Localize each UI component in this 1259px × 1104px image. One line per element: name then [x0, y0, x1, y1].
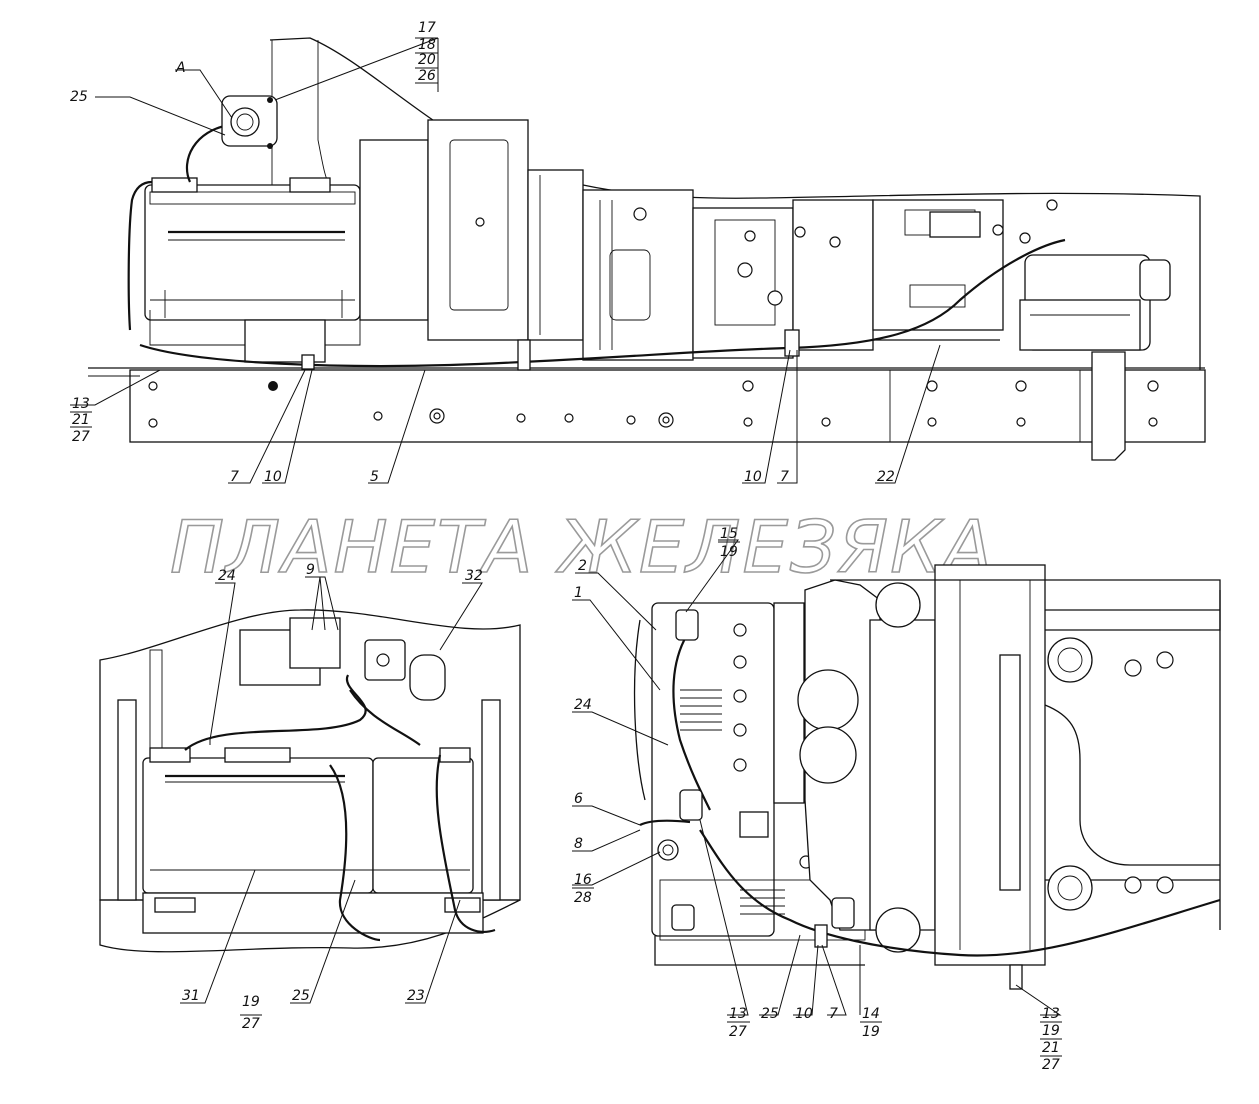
- callout-22: 22: [877, 469, 895, 485]
- gearbox-top: [359, 119, 1004, 361]
- tray-clamp-1: [154, 897, 196, 913]
- callout-9: 9: [306, 562, 315, 578]
- top-callout-leaders: [70, 37, 941, 484]
- callout-18: 18: [418, 37, 436, 53]
- top-callout-underlines: [70, 37, 438, 428]
- callout-31: 31: [182, 988, 200, 1004]
- callout-7-right: 7: [780, 469, 789, 485]
- tray-clamp-2: [444, 897, 481, 913]
- battery-tray-left: [142, 892, 484, 934]
- watermark: ПЛАНЕТА ЖЕЛЕЗЯКА: [170, 505, 995, 589]
- callout-28: 28: [574, 890, 592, 906]
- callout-10-right: 10: [744, 469, 762, 485]
- terminals-right: [657, 609, 855, 931]
- right-break-left: [633, 619, 646, 801]
- callout-21: 21: [72, 412, 90, 428]
- frame-holes-top: [148, 380, 1159, 428]
- callout-16: 16: [574, 872, 592, 888]
- callout-7-left: 7: [230, 469, 239, 485]
- battery-switch-A: [221, 95, 278, 149]
- battery-ribs: [680, 689, 785, 915]
- callout-24-right: 24: [574, 697, 592, 713]
- callout-2: 2: [578, 558, 587, 574]
- leader-25-left: [290, 879, 356, 1004]
- callout-27-b: 27: [1042, 1057, 1060, 1073]
- cable-25-left: [329, 764, 381, 942]
- clamp-7-right-view: [814, 924, 828, 948]
- callout-26: 26: [418, 68, 436, 84]
- callout-14: 14: [862, 1006, 880, 1022]
- cable-24-right: [672, 629, 711, 811]
- right-callout-underlines: [572, 541, 1062, 1057]
- fittings-top: [633, 199, 1058, 248]
- leader-9: [305, 576, 339, 631]
- battery-lead-left: [127, 180, 153, 331]
- left-view: 24 9 32 31 19 27 25 23: [99, 562, 521, 1032]
- leader-23: [405, 899, 461, 1004]
- callout-6: 6: [574, 791, 583, 807]
- battery-box-right: [651, 602, 775, 937]
- callout-24-left: 24: [218, 568, 236, 584]
- chassis-frame-right: [1044, 590, 1221, 911]
- clamp-7-left: [301, 354, 315, 370]
- callout-13: 13: [72, 396, 90, 412]
- engine-housing-right: [797, 564, 1046, 966]
- leader-32: [439, 582, 483, 651]
- callout-25-right: 25: [761, 1006, 779, 1022]
- callout-19-c: 19: [1042, 1023, 1060, 1039]
- callout-25: 25: [70, 89, 88, 105]
- right-callout-leaders: [572, 539, 1062, 1016]
- starter-top: [1019, 254, 1171, 351]
- callout-13-b: 13: [1042, 1006, 1060, 1022]
- cable-switch-left: [349, 689, 421, 746]
- callout-19-left: 19: [242, 994, 260, 1010]
- right-view: 15 19 2 1 24 6 8 16 28 13 27 25 10 7 14 …: [572, 526, 1221, 1073]
- switch-cluster-left: [239, 617, 446, 701]
- cable-6: [639, 819, 691, 827]
- callout-5: 5: [370, 469, 379, 485]
- left-rail-2: [481, 699, 501, 901]
- callout-17: 17: [418, 20, 436, 36]
- battery-lead-to-switch: [185, 123, 231, 183]
- callout-15: 15: [720, 526, 738, 542]
- exhaust-pipe: [271, 40, 331, 186]
- callout-23: 23: [407, 988, 425, 1004]
- callout-8: 8: [574, 836, 583, 852]
- callout-25-left: 25: [292, 988, 310, 1004]
- callout-1: 1: [574, 585, 583, 601]
- clamp-7-right: [784, 329, 800, 357]
- callout-19-b: 19: [862, 1024, 880, 1040]
- rail-bracket: [1091, 351, 1126, 461]
- cable-24-left: [184, 674, 367, 751]
- view-label-a: A: [175, 60, 186, 76]
- right-outline: [830, 579, 1221, 930]
- callout-7-right-view: 7: [829, 1006, 838, 1022]
- clamp-5: [517, 339, 531, 371]
- left-rail-1: [117, 699, 137, 901]
- callout-32: 32: [465, 568, 483, 584]
- callout-10-right-view: 10: [795, 1006, 813, 1022]
- clamp-13-right: [1009, 964, 1023, 990]
- callout-13-a: 13: [729, 1006, 747, 1022]
- harness-cable-22: [139, 238, 1066, 368]
- callout-10-left: 10: [264, 469, 282, 485]
- top-view: A 25 17 18 20 26 13 21 27 7 10 5 10 7 22: [70, 20, 1206, 485]
- callout-19-a: 19: [720, 544, 738, 560]
- bracket-lower: [654, 936, 865, 966]
- callout-21-right: 21: [1042, 1040, 1060, 1056]
- callout-27: 27: [72, 429, 90, 445]
- frame-rail-top: [88, 367, 1206, 443]
- callout-27-a: 27: [729, 1024, 747, 1040]
- leader-31: [180, 869, 256, 1004]
- harness-right: [699, 829, 1221, 957]
- cable-23-left: [435, 754, 496, 933]
- callout-20: 20: [418, 52, 436, 68]
- batteries-left: [142, 747, 474, 894]
- callout-27-left: 27: [242, 1016, 260, 1032]
